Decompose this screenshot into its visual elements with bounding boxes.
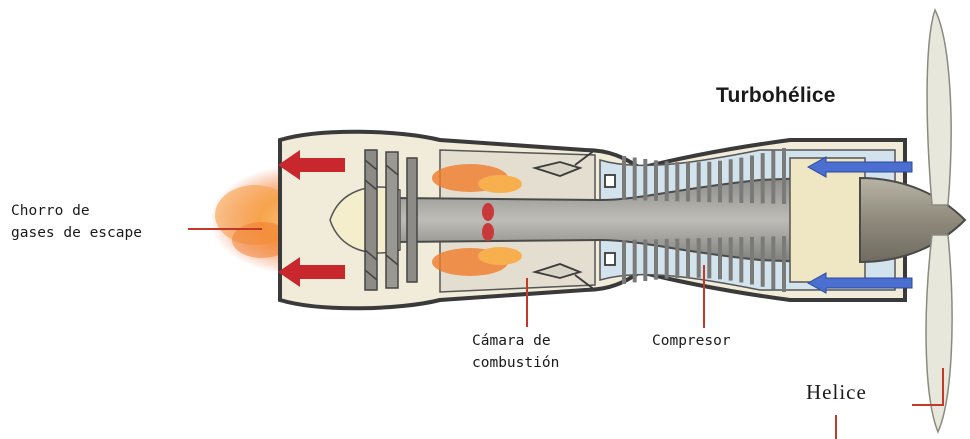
- compressor-label: Compresor: [652, 330, 731, 352]
- turbine-stages: [365, 150, 417, 290]
- compressor-blade: [686, 162, 690, 201]
- compressor-blade: [643, 240, 647, 282]
- compressor-blade: [729, 237, 733, 280]
- compressor-blade: [739, 237, 743, 282]
- exhaust-label-line1: Chorro de: [11, 200, 90, 222]
- compressor-blade: [633, 158, 637, 201]
- compressor-blade: [761, 237, 765, 287]
- compressor-blade: [622, 240, 626, 284]
- combustion-label-line1: Cámara de: [472, 330, 551, 352]
- compressor-blade: [654, 239, 658, 280]
- compressor-blade: [665, 161, 669, 201]
- combustion-label-line2: combustión: [472, 352, 559, 374]
- compressor-blade: [761, 153, 765, 203]
- compressor-blade: [643, 159, 647, 201]
- compressor-blade: [686, 238, 690, 277]
- compressor-blade: [782, 148, 786, 204]
- compressor-blade: [697, 162, 701, 202]
- compressor-blade: [750, 237, 754, 285]
- compressor-blade: [707, 162, 711, 203]
- compressor-blade: [622, 156, 626, 200]
- compressor-blade: [697, 238, 701, 278]
- compressor-blade: [771, 236, 775, 289]
- compressor-blade: [782, 236, 786, 292]
- diagram-title: Turbohélice: [716, 84, 836, 108]
- compressor-blade: [675, 162, 679, 201]
- compressor-blade: [718, 161, 722, 203]
- exhaust-label-line2: gases de escape: [11, 222, 142, 244]
- propeller-label: Helice: [806, 380, 867, 405]
- compressor-blade: [665, 239, 669, 279]
- reduction-gearbox: [790, 158, 865, 282]
- compressor-blade: [707, 238, 711, 279]
- compressor-blade: [675, 239, 679, 278]
- compressor-blade: [771, 151, 775, 204]
- compressor-blade: [729, 159, 733, 202]
- compressor-blade: [633, 240, 637, 283]
- compressor-blade: [654, 160, 658, 201]
- compressor-blade: [750, 156, 754, 204]
- compressor-blade: [718, 238, 722, 280]
- compressor-blade: [739, 158, 743, 203]
